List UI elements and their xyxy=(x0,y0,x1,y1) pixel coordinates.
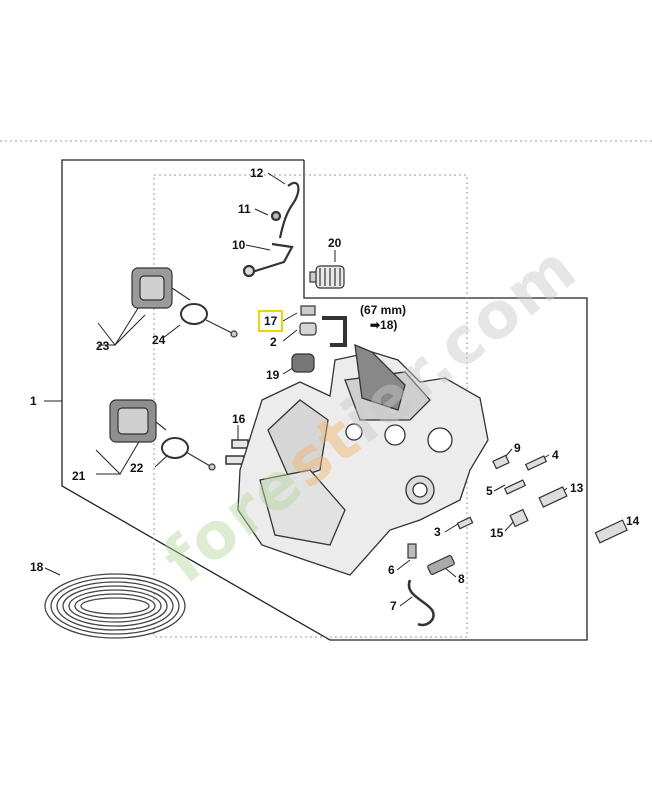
callout-16: 16 xyxy=(232,412,246,426)
callout-11: 11 xyxy=(238,202,251,216)
callout-22: 22 xyxy=(130,461,144,475)
callout-13: 13 xyxy=(570,481,584,495)
callout-20: 20 xyxy=(328,236,342,250)
callout-12: 12 xyxy=(250,166,264,180)
callout-4: 4 xyxy=(552,448,559,462)
callout-1: 1 xyxy=(30,394,37,408)
coiled-hose-part xyxy=(44,573,186,639)
hose-reference-note: ➡18) xyxy=(370,318,398,332)
crankcase-body xyxy=(237,343,489,576)
callout-3: 3 xyxy=(434,525,441,539)
callout-6: 6 xyxy=(388,563,395,577)
callout-23: 23 xyxy=(96,339,110,353)
oil-pump-part-upper xyxy=(131,267,238,338)
bolts-studs xyxy=(456,454,628,544)
assembly-boundary xyxy=(61,159,588,641)
callout-24: 24 xyxy=(152,333,166,347)
subassembly-dotted-boundary xyxy=(153,174,468,638)
hose-length-note: (67 mm) xyxy=(360,303,407,317)
callout-17-highlighted: 17 xyxy=(257,310,284,332)
callout-8: 8 xyxy=(458,572,465,586)
callout-5: 5 xyxy=(486,484,493,498)
callout-2: 2 xyxy=(270,335,277,349)
callout-18: 18 xyxy=(30,560,44,574)
small-valve-parts xyxy=(291,305,347,373)
callout-7: 7 xyxy=(390,599,397,613)
fuel-filter-part xyxy=(309,265,345,289)
callout-19: 19 xyxy=(266,368,280,382)
callout-9: 9 xyxy=(514,441,521,455)
fuel-hose-part xyxy=(242,181,300,278)
sensor-cable-parts xyxy=(407,543,455,627)
callout-14: 14 xyxy=(626,514,640,528)
callout-10: 10 xyxy=(232,238,246,252)
callout-15: 15 xyxy=(490,526,504,540)
oil-pump-part-lower xyxy=(109,399,216,471)
callout-21: 21 xyxy=(72,469,86,483)
